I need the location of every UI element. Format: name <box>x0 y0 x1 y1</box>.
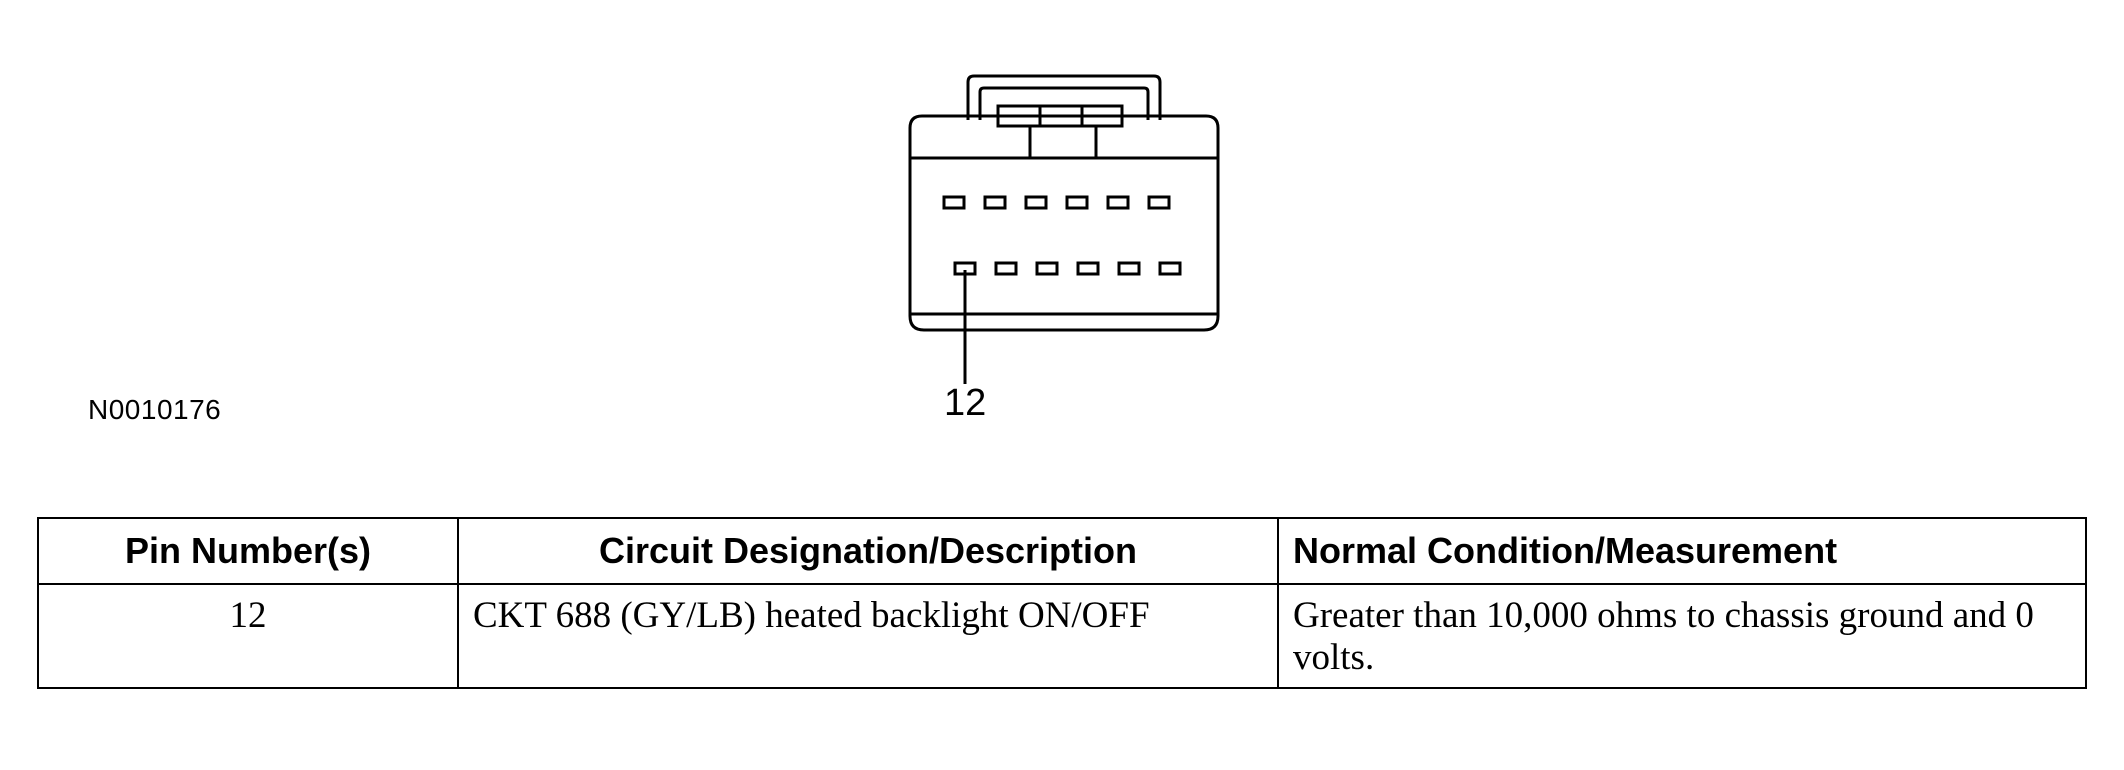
cell-condition: Greater than 10,000 ohms to chassis grou… <box>1277 583 2087 689</box>
cell-pin: 12 <box>37 583 459 689</box>
table-row: 12 CKT 688 (GY/LB) heated backlight ON/O… <box>37 583 2087 689</box>
pin-table: Pin Number(s) Circuit Designation/Descri… <box>37 517 2087 689</box>
header-circuit: Circuit Designation/Description <box>457 517 1279 585</box>
table-header-row: Pin Number(s) Circuit Designation/Descri… <box>37 517 2087 585</box>
diagram-id: N0010176 <box>88 394 222 425</box>
connector-pins-bottom-row <box>953 261 1182 276</box>
connector-lock-tab <box>966 74 1162 120</box>
connector-housing <box>908 114 1220 300</box>
connector-lock-tab-inner <box>978 86 1150 120</box>
connector-pins-top-row <box>942 195 1171 210</box>
cell-circuit: CKT 688 (GY/LB) heated backlight ON/OFF <box>457 583 1279 689</box>
header-pin-number: Pin Number(s) <box>37 517 459 585</box>
pin-callout-label: 12 <box>944 382 987 424</box>
header-condition: Normal Condition/Measurement <box>1277 517 2087 585</box>
